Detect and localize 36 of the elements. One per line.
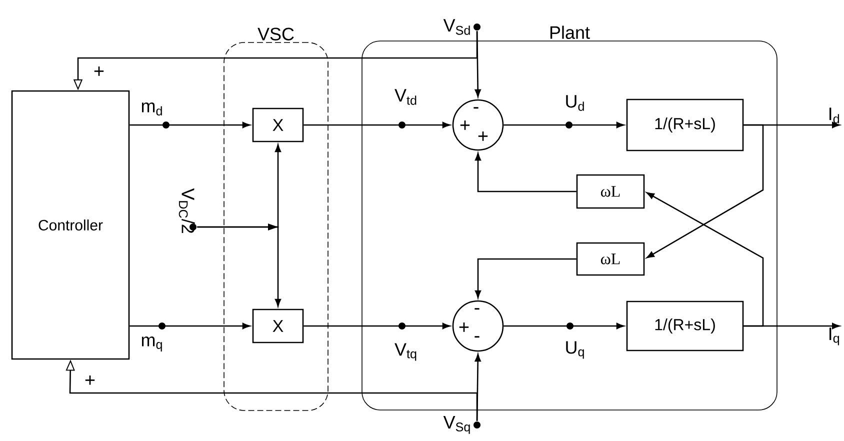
summing-junction: - + + [452, 99, 504, 151]
arrow [197, 226, 282, 307]
gain-box: ωL [576, 242, 645, 276]
arrow [130, 322, 250, 330]
arrow [130, 122, 250, 128]
arrow [474, 258, 576, 298]
gain-box: ωL [576, 174, 645, 209]
signal-label: V$_{td}$ [394, 89, 416, 105]
transfer-function-box: 1/(R+sL) [626, 98, 744, 152]
input-terminal: V$_{Sd}$ [443, 19, 480, 35]
signal-label: V$_{tq}$ [394, 343, 416, 361]
controller-box: Controller [11, 90, 130, 360]
signal-label: U$_{q}$ [566, 341, 584, 359]
signal-label: m$_{q}$ [142, 336, 162, 352]
node-label: VSC [258, 28, 294, 40]
multiplier-box: X [252, 308, 304, 344]
arrow [646, 124, 764, 258]
signal-label: m$_{d}$ [142, 102, 162, 116]
node-label: V$_{Sd}$ [443, 19, 470, 35]
signal-label: U$_{d}$ [566, 95, 584, 111]
arrow [474, 152, 576, 192]
transfer-function-box: 1/(R+sL) [626, 300, 744, 352]
arrow [304, 322, 450, 330]
node-label: V$_{Sq}$ [443, 416, 470, 434]
node-label: Plant [550, 26, 590, 39]
output-label: I$_{q}$ [830, 328, 840, 346]
arrow [646, 192, 764, 327]
arrow [304, 122, 450, 128]
output-label: I$_{d}$ [830, 108, 840, 124]
sign-label: + [85, 376, 95, 385]
summing-junction: - + - [452, 300, 504, 352]
sign-label: + [94, 66, 104, 76]
arrow [504, 122, 624, 128]
multiplier-box: X [252, 108, 304, 142]
input-terminal: V$_{Sq}$ [443, 416, 480, 434]
arrow [504, 322, 624, 330]
